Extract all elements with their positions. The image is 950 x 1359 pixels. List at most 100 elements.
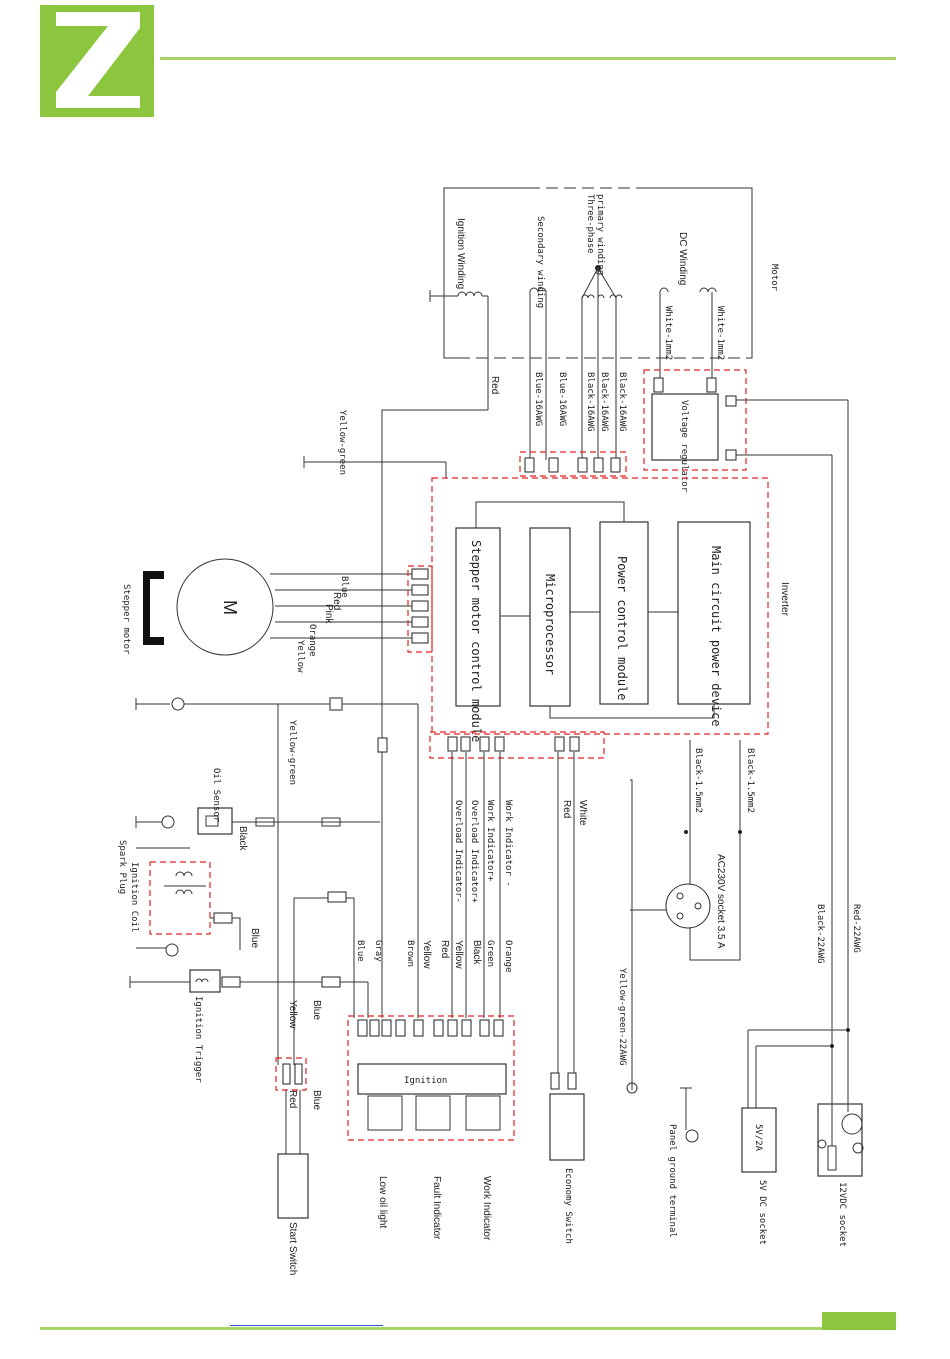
blue-coil-label: Blue	[249, 928, 260, 948]
5v-box-label: 5V/2A	[753, 1124, 763, 1152]
panel-ground-label: Panel ground terminal	[667, 1124, 677, 1238]
black-16awg-c-label: Black-16AWG	[617, 372, 627, 432]
black-15-b-label: Black-1.5mm2	[745, 748, 755, 813]
ign-wire-1: Gray	[373, 940, 383, 962]
ign-wire-5: Red	[439, 940, 450, 958]
black-oil-label: Black	[237, 826, 248, 851]
blue-start-label: Blue	[311, 1090, 322, 1110]
black-22-label: Black-22AWG	[815, 904, 825, 964]
work-indicator-label: Work Indicator	[481, 1176, 492, 1241]
ignition-module-label: Ignition	[404, 1076, 447, 1086]
voltage-regulator-frame	[643, 369, 747, 471]
yellow-trigger-label: Yellow	[287, 1000, 298, 1029]
stepper-motor: M Stepper motor Blue Red Pink Orange Yel…	[121, 558, 433, 673]
motor-connectors	[524, 457, 621, 473]
main-circuit-power-device	[677, 521, 751, 705]
panel-ground-icon	[685, 1129, 699, 1143]
microprocessor-label: Microprocessor	[543, 574, 557, 675]
work-indicator-plus-label: Work Indicator+	[485, 800, 495, 882]
power-control-label: Power control module	[615, 556, 629, 701]
start-switch-label: Start Switch	[287, 1222, 298, 1275]
yellow-green-22-label: Yellow-green-22AWG	[617, 968, 627, 1066]
ignition-coil-icon	[457, 291, 483, 297]
5v-dc-socket	[741, 1107, 777, 1173]
ignition-frame	[347, 1015, 515, 1141]
power-control-module	[599, 521, 649, 705]
ign-wire-2: Blue	[355, 940, 365, 962]
motor-connector-group	[519, 451, 627, 477]
stepper-wire-5: Yellow	[295, 640, 305, 673]
ign-wire-3: Brown	[405, 940, 415, 967]
work-indicator-minus-label: Work Indicator -	[503, 800, 513, 887]
blue-16awg-b-label: Blue-16AWG	[557, 372, 567, 426]
primary-winding-label: primary winding	[595, 194, 605, 275]
z-logo-icon	[40, 5, 154, 117]
ign-wire-6: Yellow	[453, 940, 464, 969]
black-16awg-b-label: Black-16AWG	[599, 372, 609, 432]
ignition-coil-frame	[149, 861, 211, 935]
blue-16awg-a-label: Blue-16AWG	[533, 372, 543, 426]
secondary-coil-icon	[529, 287, 547, 293]
black-15-a-label: Black-1.5mm2	[693, 748, 703, 813]
ignition-trigger-label: Ignition Trigger	[193, 996, 203, 1083]
inverter-connectors	[447, 736, 580, 752]
oil-sensor-label: Oil Sensor	[211, 768, 221, 823]
5v-socket-label: 5V DC socket	[757, 1180, 767, 1245]
ac-socket-label: AC230V socket 3.5 A	[715, 854, 726, 949]
dc-winding-label: DC Winding	[677, 232, 688, 285]
stepper-wire-4: Orange	[307, 624, 317, 657]
page-tab	[822, 1312, 896, 1330]
inverter-label: Inverter	[779, 582, 790, 617]
ign-wire-7: Black	[471, 940, 482, 965]
red-wire-label: Red	[489, 376, 500, 394]
white-wire-1-label: White-1mm2	[663, 306, 673, 360]
red-econ-label: Red	[561, 800, 572, 818]
motor: Motor Ignition Winding Secondary winding…	[429, 186, 779, 460]
white-wire-2-label: White-1mm2	[715, 306, 725, 360]
ignition-winding-label: Ignition Winding	[455, 218, 466, 289]
ignition-connectors	[357, 1019, 504, 1037]
overload-indicator-minus-label: Overload Indicator-	[453, 800, 463, 903]
red-start-label: Red	[287, 1090, 298, 1108]
voltage-regulator	[651, 393, 719, 461]
12v-dc-socket	[817, 1103, 863, 1177]
ign-wire-9: Orange	[503, 940, 513, 973]
main-power-label: Main circuit power device	[709, 546, 723, 727]
footer-divider	[40, 1327, 896, 1330]
ignition-coil-icon	[175, 871, 193, 895]
economy-switch-label: Economy Switch	[563, 1168, 573, 1244]
economy-switch	[549, 1093, 585, 1161]
low-oil-light-label: Low oil light	[377, 1176, 388, 1228]
voltage-regulator-label: Voltage regulator	[679, 400, 689, 493]
ignition-trigger	[189, 969, 221, 993]
yellow-green-mid-label: Yellow-green	[287, 720, 297, 785]
oil-sensor	[197, 807, 233, 835]
fault-indicator-label: Fault Indicator	[431, 1176, 442, 1240]
stepper-wire-2: Red	[331, 592, 342, 610]
footer-link-line	[230, 1325, 383, 1326]
stepper-motor-control-module	[455, 527, 501, 707]
yellow-green-top-label: Yellow-green	[337, 410, 347, 475]
ac-socket-icon	[665, 883, 711, 929]
header-divider	[160, 57, 896, 60]
three-phase-label: Three-phase	[585, 194, 595, 254]
blue-trigger-label: Blue	[311, 1000, 322, 1020]
ignition-coil-label: Ignition Coil	[129, 862, 139, 932]
white-wire-label: White	[577, 800, 588, 826]
ign-wire-8: Green	[485, 940, 495, 967]
stepper-wire-1: Blue	[339, 576, 349, 598]
ignition-module	[357, 1063, 507, 1095]
microprocessor	[529, 527, 571, 707]
ign-wire-4: Yellow	[421, 940, 432, 969]
stepper-m-label: M	[220, 600, 240, 615]
start-switch	[277, 1153, 309, 1219]
overload-indicator-plus-label: Overload Indicator+	[469, 800, 479, 904]
12v-socket-label: 12VDC socket	[837, 1182, 847, 1247]
stepper-module-label: Stepper motor control module	[469, 540, 483, 742]
stepper-motor-label: Stepper motor	[121, 584, 131, 655]
black-16awg-a-label: Black-16AWG	[585, 372, 595, 432]
secondary-winding-label: Secondary winding	[535, 216, 545, 308]
motor-label: Motor	[769, 264, 779, 292]
